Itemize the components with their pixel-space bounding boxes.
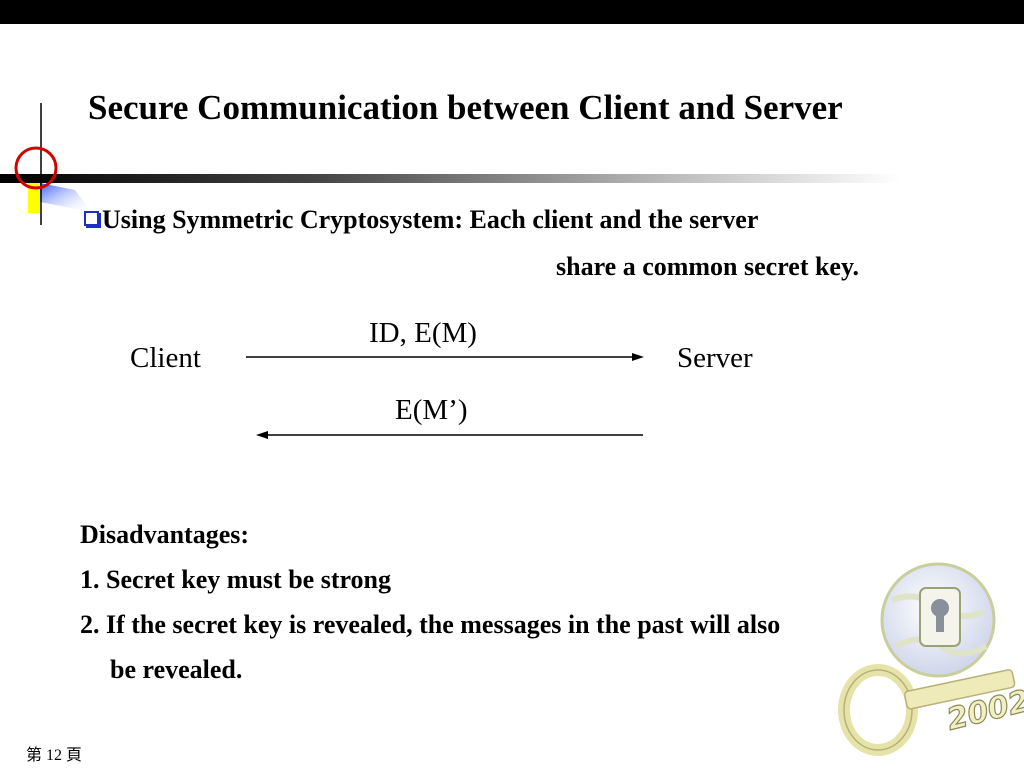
server-label: Server bbox=[677, 342, 753, 374]
top-black-bar bbox=[0, 0, 1024, 24]
return-message-label: E(M’) bbox=[395, 394, 468, 426]
client-label: Client bbox=[130, 342, 201, 374]
forward-arrow bbox=[246, 353, 644, 361]
disadvantages-heading: Disadvantages: bbox=[80, 520, 250, 549]
globe-key-emblem-icon: 2002 bbox=[838, 562, 1024, 756]
bullet-symmetric: Using Symmetric Cryptosystem: Each clien… bbox=[84, 205, 758, 235]
disadvantages-block: Disadvantages: 1. Secret key must be str… bbox=[80, 520, 780, 700]
page-number-footer: 第 12 頁 bbox=[26, 747, 83, 764]
title-decoration bbox=[0, 103, 900, 225]
bullet-text: Using Symmetric Cryptosystem: Each clien… bbox=[102, 205, 759, 234]
disadvantage-item: 1. Secret key must be strong bbox=[80, 565, 392, 594]
bullet-continuation: share a common secret key. bbox=[556, 252, 860, 281]
disadvantage-item-continued: be revealed. bbox=[110, 655, 243, 684]
return-arrow bbox=[256, 431, 643, 439]
disadvantage-item: 2. If the secret key is revealed, the me… bbox=[80, 610, 781, 639]
slide-title: Secure Communication between Client and … bbox=[88, 88, 843, 127]
forward-message-label: ID, E(M) bbox=[369, 317, 477, 349]
square-bullet-icon bbox=[84, 211, 99, 226]
